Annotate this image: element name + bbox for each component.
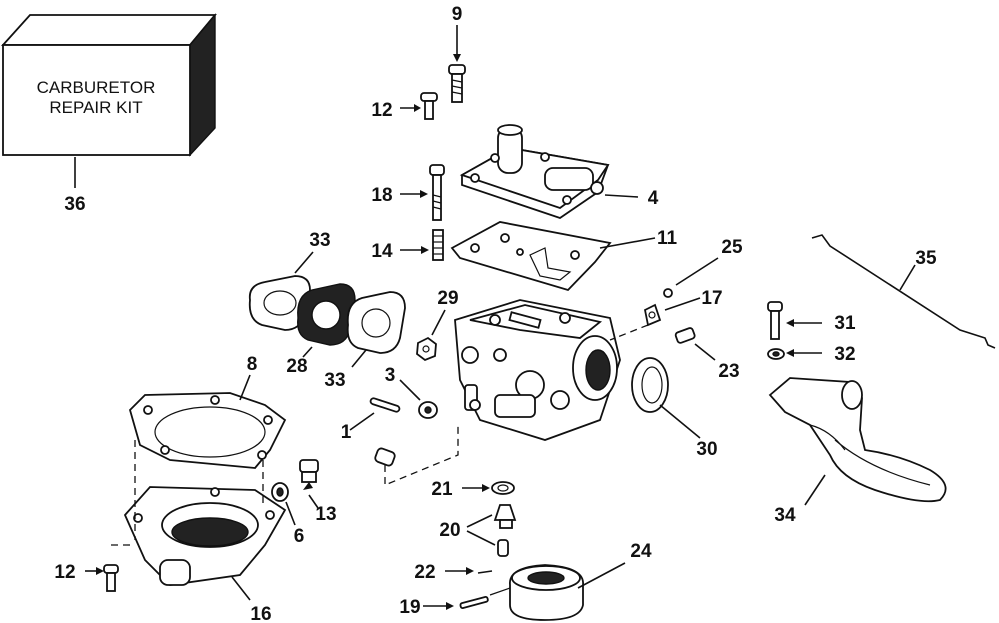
part-4-cover [459,124,639,219]
part-25-ball [663,257,719,298]
carburetor-body [454,299,621,441]
part-12-screw-top [400,92,438,120]
part-33-gasket-left [248,251,314,331]
part-17-clip [609,297,701,341]
callout-29: 29 [437,288,458,309]
fuel-fitting [374,425,459,486]
part-16-float-bowl [123,440,287,601]
part-28-gasket [297,283,356,358]
callout-12-bottom: 12 [54,562,75,583]
part-13-plug [299,459,319,509]
callout-13: 13 [315,504,336,525]
part-14-spring [400,229,444,261]
callout-22: 22 [414,562,435,583]
callout-25: 25 [721,237,743,258]
callout-18: 18 [371,185,392,206]
part-30-seal [631,357,701,439]
part-31-screw [767,301,822,340]
part-19-pin [423,595,489,610]
part-6-washer [271,482,296,526]
part-32-washer [767,348,822,360]
part-1-pin [349,397,401,431]
part-8-gasket [128,374,287,469]
callout-35: 35 [915,248,937,269]
callout-labels: 9 12 4 18 36 11 33 25 14 35 29 17 31 32 … [54,4,937,623]
part-33-gasket-right [346,291,406,368]
callout-16: 16 [250,604,271,623]
callout-3: 3 [385,365,396,386]
callout-6: 6 [294,526,305,547]
part-20-needle-valve [466,504,517,557]
part-23-screw [674,327,716,361]
part-29-nut [416,309,446,362]
part-3-washer [399,379,438,419]
callout-28: 28 [286,356,307,377]
kit-box-line-2: REPAIR KIT [49,98,142,117]
kit-box-line-1: CARBURETOR [37,78,156,97]
callout-30: 30 [696,439,717,460]
callout-32: 32 [834,344,855,365]
part-18-screw [400,164,445,221]
callout-12-top: 12 [371,100,392,121]
callout-19: 19 [399,597,420,618]
part-9-screw [448,25,466,103]
callout-36: 36 [64,194,85,215]
part-24-float [489,562,626,621]
callout-24: 24 [630,541,652,562]
callout-23: 23 [718,361,739,382]
callout-9: 9 [452,4,463,25]
callout-17: 17 [701,288,722,309]
callout-11: 11 [657,228,678,249]
part-34-intake [768,377,947,506]
part-12-screw-bottom [85,544,130,592]
callout-1: 1 [341,422,352,443]
repair-kit-box: CARBURETOR REPAIR KIT [0,13,217,188]
callout-21: 21 [431,479,453,500]
callout-8: 8 [247,354,258,375]
callout-31: 31 [834,313,856,334]
part-22-pin [445,567,493,575]
callout-33-top: 33 [309,230,330,251]
callout-34: 34 [774,505,796,526]
callout-33-bottom: 33 [324,370,345,391]
callout-14: 14 [371,241,393,262]
callout-20: 20 [439,520,460,541]
part-35-link-rod [811,234,996,349]
part-11-gasket [450,221,656,292]
part-21-ring [462,481,515,495]
callout-4: 4 [648,188,659,209]
